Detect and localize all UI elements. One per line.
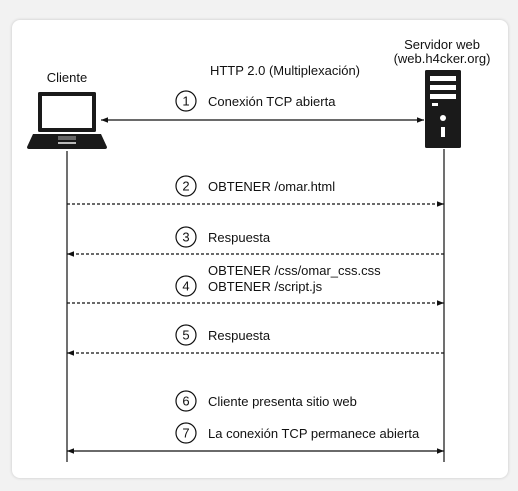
step-label: La conexión TCP permanece abierta bbox=[208, 426, 420, 441]
step-number: 4 bbox=[182, 279, 189, 294]
step-circle bbox=[175, 90, 197, 112]
step-circle bbox=[175, 390, 197, 412]
laptop-icon bbox=[27, 92, 107, 149]
step-label: Cliente presenta sitio web bbox=[208, 394, 357, 409]
step-label: OBTENER /script.js bbox=[208, 279, 323, 294]
step-label: OBTENER /css/omar_css.css bbox=[208, 263, 381, 278]
diagram-title: HTTP 2.0 (Multiplexación) bbox=[210, 63, 360, 78]
step-label: Respuesta bbox=[208, 328, 271, 343]
server-icon bbox=[425, 70, 461, 148]
step-circle bbox=[175, 175, 197, 197]
step-number: 2 bbox=[182, 179, 189, 194]
step-circle bbox=[175, 275, 197, 297]
server-label: Servidor web bbox=[404, 37, 480, 52]
step-number: 6 bbox=[182, 394, 189, 409]
step-label: Conexión TCP abierta bbox=[208, 94, 336, 109]
client-label: Cliente bbox=[47, 70, 87, 85]
step-markers: 1 Conexión TCP abierta 2 OBTENER /omar.html… bbox=[175, 90, 420, 444]
step-label: OBTENER /omar.html bbox=[208, 179, 335, 194]
step-number: 5 bbox=[182, 328, 189, 343]
step-number: 1 bbox=[182, 94, 189, 109]
step-circle bbox=[175, 226, 197, 248]
server-host-label: (web.h4cker.org) bbox=[394, 51, 491, 66]
step-number: 3 bbox=[182, 230, 189, 245]
step-label: Respuesta bbox=[208, 230, 271, 245]
step-circle bbox=[175, 422, 197, 444]
step-circle bbox=[175, 324, 197, 346]
step-number: 7 bbox=[182, 426, 189, 441]
